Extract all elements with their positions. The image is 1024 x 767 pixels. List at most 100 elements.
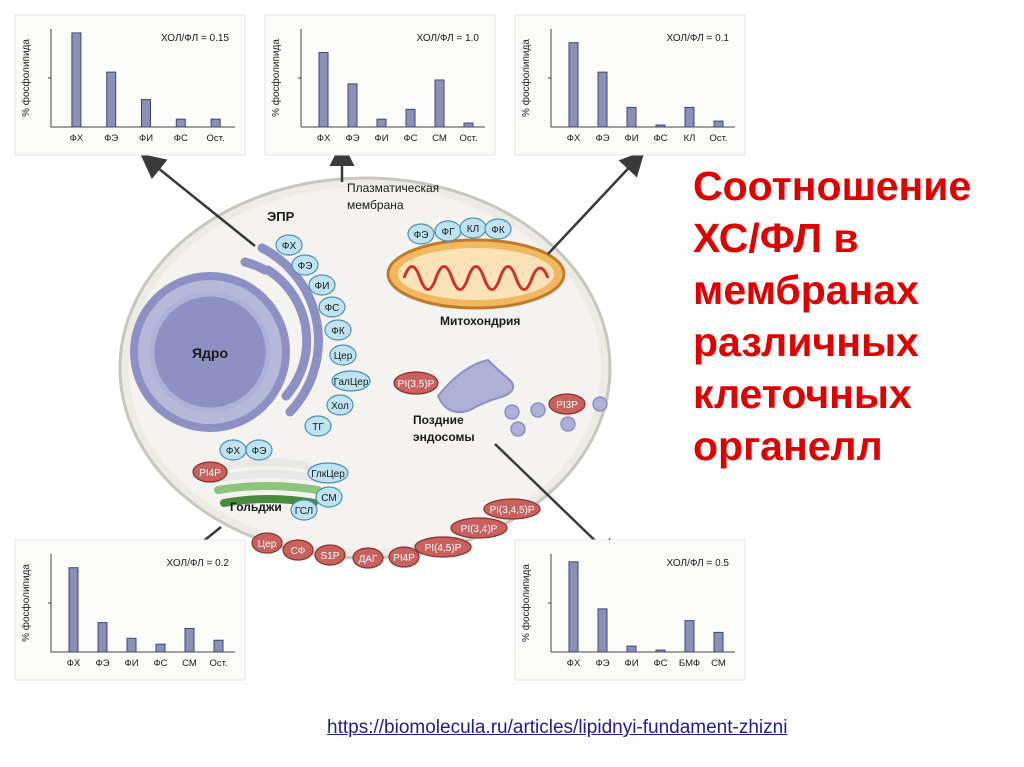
bar [155,643,166,653]
x-tick-label: ФХ [567,658,581,669]
title-line: органелл [693,423,883,469]
golgi-cisterna [218,470,318,482]
pm-lipid-text: Цер [258,539,277,550]
x-tick-label: Ост. [207,133,225,144]
slide-title: Соотношение ХС/ФЛ в мембранах различных … [693,160,1013,472]
bar [713,120,724,128]
x-tick-label: ФИ [139,133,153,144]
golgi-lipid-bubble [290,499,318,521]
bar [210,118,221,128]
endosome-pi-list: PI(3,5)P PI3P [393,371,586,415]
bar [405,108,416,128]
er-lipid-bubble [326,394,354,416]
er-cisterna-1 [257,243,323,417]
mito-lipid-bubble [407,223,435,245]
bar [626,106,637,128]
title-line: ХС/ФЛ в [693,215,859,261]
title-line: клеточных [693,371,912,417]
golgi-lipid-text: ФХ [226,446,241,457]
x-tick-label: ФЭ [95,658,109,669]
bar [175,118,186,128]
mitochondrion [386,238,566,310]
title-line: Соотношение [693,163,972,209]
er-lipid-bubble [304,415,332,437]
title-line: различных [693,319,919,365]
endosome-label-line2: эндосомы [413,430,475,444]
pm-lipid-text: PI4P [393,553,415,564]
bar [597,608,608,653]
source-link[interactable]: https://biomolecula.ru/articles/lipidnyi… [327,717,788,738]
x-tick-label: ФИ [624,133,638,144]
endosome-vesicle [504,404,520,420]
arrow-to-chart-er [140,153,256,247]
chart-panel [14,14,246,156]
nucleus: Ядро [130,272,290,432]
arrow-to-chart-mito [547,150,645,255]
endosome-vesicle [560,416,576,432]
x-tick-label: Ост. [209,658,227,669]
er-lipid-bubble [275,234,303,256]
bar [68,567,79,653]
golgi-lipid-bubble [245,439,273,461]
x-tick-label: КЛ [684,133,696,144]
x-tick-label: Ост. [709,133,727,144]
x-tick-label: ФХ [67,658,81,669]
x-tick-label: СМ [182,658,197,669]
golgi-pi-text: PI4P [199,468,221,479]
chart-annotation: ХОЛ/ФЛ = 0.15 [161,33,229,44]
endosome-pi-bubble [548,393,586,415]
mito-lipid-text: ФГ [441,227,455,238]
bar [713,631,724,653]
bar [568,561,579,653]
er-lipid-bubble [324,319,352,341]
y-axis-label: % фосфолипида [20,39,32,117]
er-lipid-bubble [331,370,371,392]
pm-lipid-text: PI(4,5)P [425,543,462,554]
x-tick-label: ФС [653,133,667,144]
endosome-pi-bubble [393,371,439,395]
bar [568,42,579,128]
chart-annotation: ХОЛ/ФЛ = 1.0 [417,33,480,44]
bar [597,71,608,128]
er-lipid-text: ФС [325,303,340,314]
er-lipid-text: ТГ [312,422,324,433]
er-label: ЭПР [267,209,295,224]
plasma-membrane-label-line2: мембрана [347,198,404,212]
x-tick-label: ФС [653,658,667,669]
golgi-lipid-bubble [307,462,349,484]
mito-lipid-text: ФЭ [414,230,429,241]
x-tick-label: СМ [432,133,447,144]
x-tick-label: ФЭ [595,658,609,669]
er-lipid-bubble [318,296,346,318]
x-tick-label: СМ [711,658,726,669]
mito-inner [398,248,554,300]
pm-lipid-text: PI(3,4)P [461,524,498,535]
mito-cristae [402,265,550,291]
bar [141,99,151,128]
x-tick-label: ФС [174,133,188,144]
bar [213,639,224,653]
chart-annotation: ХОЛ/ФЛ = 0.5 [667,558,730,569]
golgi-label: Гольджи [230,500,282,514]
er-lipid-text: Хол [331,401,349,412]
endosome-vesicle [592,396,608,412]
bar [684,106,695,128]
bar [184,627,195,653]
bar [71,32,82,128]
er-cisterna-3 [240,257,270,275]
mito-lipid-text: ФК [491,225,505,236]
bar [626,645,637,653]
x-tick-label: БМФ [679,658,700,669]
pm-lipid-bubble [282,539,314,561]
nucleus-label: Ядро [192,345,228,361]
y-axis-label: % фосфолипида [520,39,532,117]
bar [463,122,474,128]
golgi-lipid-text: ГСЛ [295,506,313,517]
